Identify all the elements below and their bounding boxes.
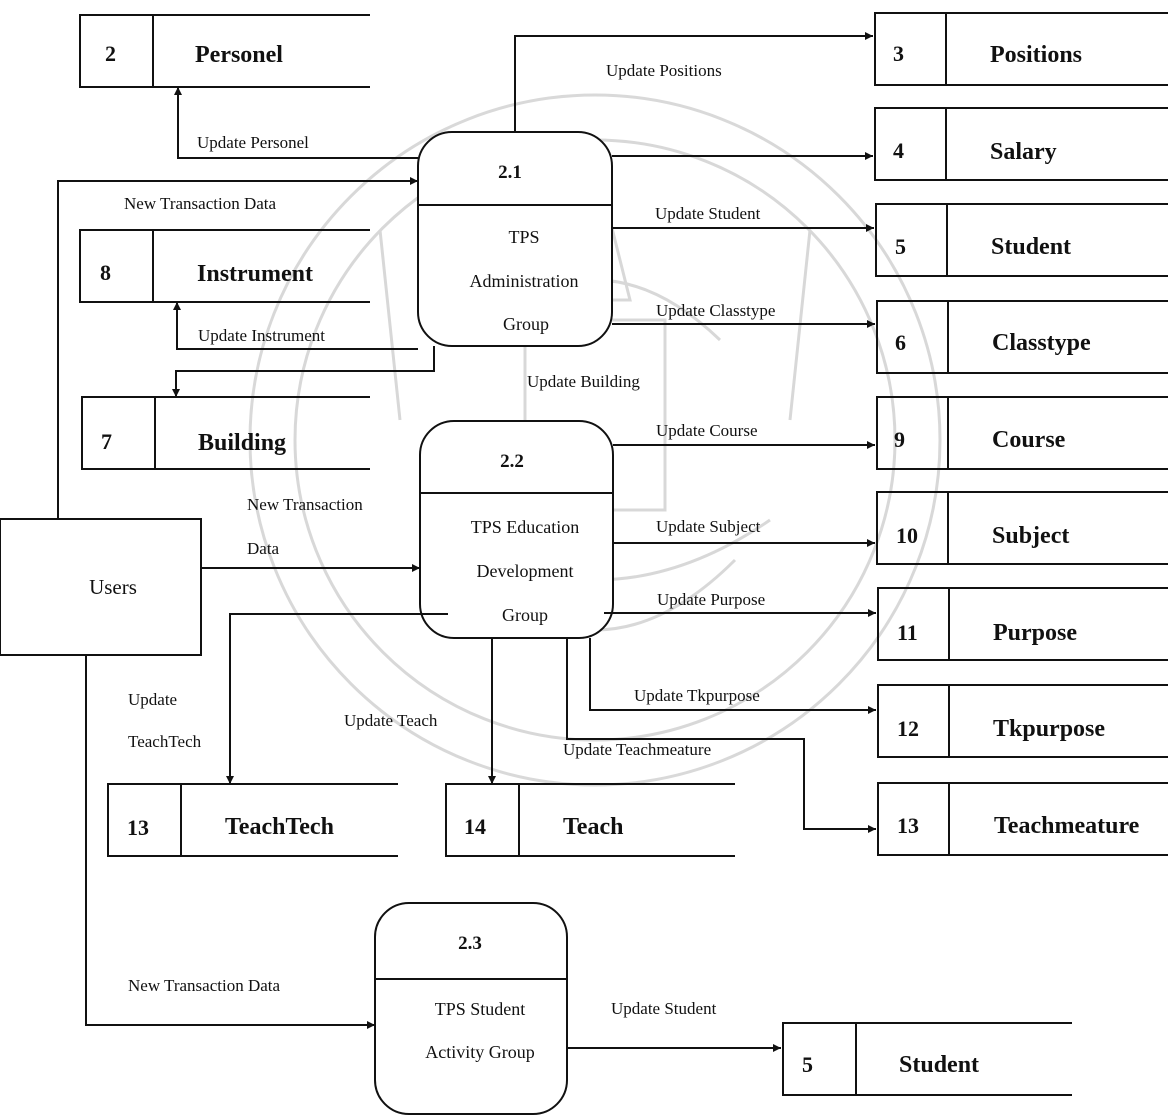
store-personel-name: Personel [195,42,283,68]
store-building[interactable]: 7 Building [81,396,370,470]
process-2-1-line-1: TPS [508,227,539,247]
store-instrument-id: 8 [100,260,111,285]
process-2-1-id: 2.1 [498,162,522,183]
store-teachmeature-id: 13 [897,813,919,838]
flow-update-teachtech-label-2: TeachTech [128,732,202,751]
store-positions-id: 3 [893,41,904,66]
flow-update-student-activity: Update Student [567,999,781,1052]
store-teachtech[interactable]: 13 TeachTech [107,783,398,857]
store-classtype-id: 6 [895,330,906,355]
process-2-2-line-2: Development [477,561,574,581]
flow-update-instrument: Update Instrument [173,302,418,350]
process-2-3[interactable]: 2.3 TPS Student Activity Group [374,902,568,1115]
store-personel-id: 2 [105,41,116,66]
process-2-3-line-2: Activity Group [425,1042,535,1062]
flow-new-transaction-edu-label-1: New Transaction [247,495,363,514]
external-users[interactable]: Users [0,518,202,656]
flow-new-transaction-activity: New Transaction Data [85,655,375,1029]
flow-update-teachtech: Update TeachTech [128,613,448,784]
flow-new-transaction-edu: New Transaction Data [201,495,420,572]
flow-update-instrument-label: Update Instrument [198,326,325,345]
store-student-activity-id: 5 [802,1052,813,1077]
process-2-1[interactable]: 2.1 TPS Administration Group [417,131,613,347]
store-teach-name: Teach [563,814,623,840]
store-personel[interactable]: 2 Personel [79,14,370,88]
flow-update-classtype: Update Classtype [612,301,875,328]
store-tkpurpose-id: 12 [897,716,919,741]
store-subject-name: Subject [992,523,1069,549]
flow-update-purpose-label: Update Purpose [657,590,765,609]
flow-update-teachmeature: Update Teachmeature [563,638,876,833]
process-2-2-line-1: TPS Education [471,517,580,537]
process-2-2[interactable]: 2.2 TPS Education Development Group [419,420,614,639]
flow-new-transaction-edu-label-2: Data [247,539,280,558]
store-classtype-name: Classtype [992,330,1091,356]
flow-update-tkpurpose: Update Tkpurpose [589,638,876,714]
flow-update-purpose: Update Purpose [604,590,876,617]
flow-update-building-label: Update Building [527,372,640,391]
store-instrument-name: Instrument [197,261,313,287]
store-salary-name: Salary [990,139,1057,165]
store-building-id: 7 [101,429,112,454]
process-2-1-line-2: Administration [470,271,579,291]
process-2-2-id: 2.2 [500,451,524,472]
flow-update-personel-label: Update Personel [197,133,309,152]
store-tkpurpose-name: Tkpurpose [993,716,1105,742]
store-student-activity[interactable]: 5 Student [782,1022,1072,1096]
flow-update-teach-label: Update Teach [344,711,438,730]
flow-new-transaction-admin: New Transaction Data [57,177,418,519]
store-instrument[interactable]: 8 Instrument [79,229,370,303]
users-label: Users [89,575,137,599]
store-purpose-id: 11 [897,620,918,645]
flow-update-teachtech-label-1: Update [128,690,177,709]
store-building-name: Building [198,430,286,456]
flow-update-student-admin-label: Update Student [655,204,761,223]
flow-new-transaction-admin-label: New Transaction Data [124,194,276,213]
store-student-activity-name: Student [899,1052,979,1078]
store-course-name: Course [992,427,1066,453]
flow-update-teach: Update Teach [344,638,496,784]
store-positions-name: Positions [990,42,1082,68]
store-teach[interactable]: 14 Teach [445,783,735,857]
flow-update-teachmeature-label: Update Teachmeature [563,740,711,759]
store-teachmeature[interactable]: 13 Teachmeature [877,782,1168,856]
store-positions[interactable]: 3 Positions [874,12,1168,86]
flow-update-student-admin: Update Student [612,204,874,232]
store-course[interactable]: 9 Course [876,396,1168,470]
flow-update-course: Update Course [613,421,875,449]
store-teachmeature-name: Teachmeature [994,813,1140,839]
store-student-admin-name: Student [991,234,1071,260]
store-purpose[interactable]: 11 Purpose [877,587,1168,661]
process-2-2-line-3: Group [502,605,548,625]
store-subject[interactable]: 10 Subject [876,491,1168,565]
flow-new-transaction-activity-label: New Transaction Data [128,976,280,995]
process-2-1-line-3: Group [503,314,549,334]
flow-update-positions-label: Update Positions [606,61,722,80]
flow-update-positions: Update Positions [514,32,873,132]
flow-update-student-activity-label: Update Student [611,999,717,1018]
flow-update-classtype-label: Update Classtype [656,301,775,320]
flow-update-subject-label: Update Subject [656,517,761,536]
store-salary[interactable]: 4 Salary [874,107,1168,181]
store-classtype[interactable]: 6 Classtype [876,300,1168,374]
process-2-3-line-1: TPS Student [435,999,526,1019]
process-2-3-id: 2.3 [458,933,482,954]
flow-update-building: Update Building [172,346,640,397]
store-subject-id: 10 [896,523,918,548]
store-teachtech-name: TeachTech [225,814,334,840]
flow-update-personel: Update Personel [174,87,418,159]
store-student-admin-id: 5 [895,234,906,259]
flow-update-tkpurpose-label: Update Tkpurpose [634,686,760,705]
store-course-id: 9 [894,427,905,452]
store-purpose-name: Purpose [993,620,1077,646]
store-student-admin[interactable]: 5 Student [875,203,1168,277]
store-teachtech-id: 13 [127,815,149,840]
store-tkpurpose[interactable]: 12 Tkpurpose [877,684,1168,758]
store-teach-id: 14 [464,814,486,839]
flow-update-course-label: Update Course [656,421,758,440]
flow-update-subject: Update Subject [613,517,875,547]
store-salary-id: 4 [893,138,904,163]
